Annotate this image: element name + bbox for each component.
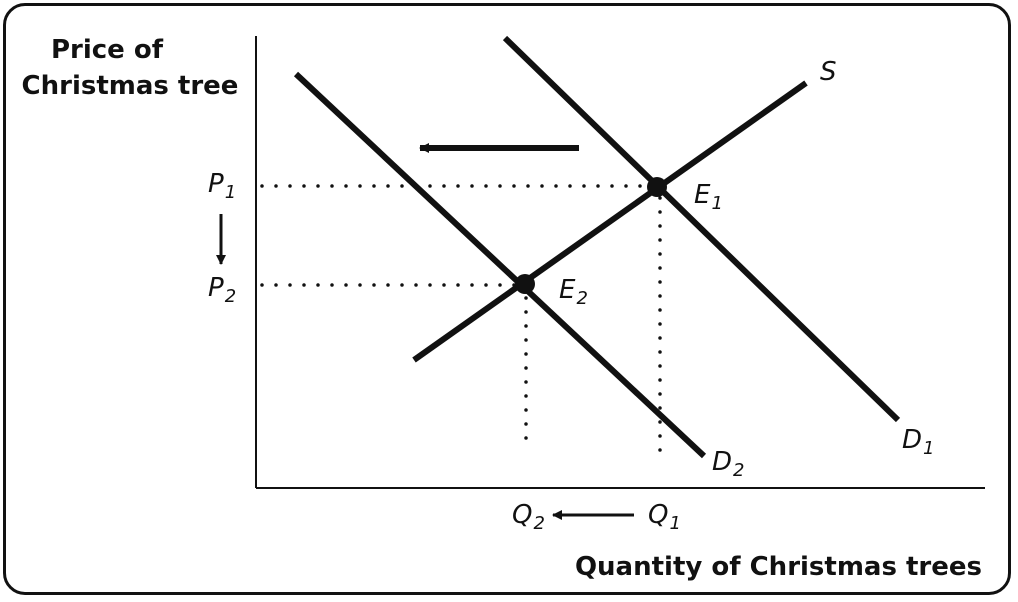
- demand-2-label: D2: [712, 447, 744, 481]
- y-axis-label-line1: Price of: [51, 35, 164, 65]
- demand-curve-2: [293, 71, 707, 459]
- e1-label: E1: [694, 180, 723, 214]
- p1-label: P1: [208, 169, 236, 203]
- supply-curve: [412, 80, 808, 363]
- figure-frame: [3, 3, 1011, 595]
- equilibrium-point-e1: [647, 177, 667, 197]
- equilibrium-point-e2: [515, 274, 535, 294]
- q1-label: Q1: [648, 500, 681, 534]
- p2-label: P2: [208, 273, 236, 307]
- demand-curve-1: [502, 35, 901, 423]
- q2-label: Q2: [512, 500, 545, 534]
- demand-1-label: D1: [902, 425, 934, 459]
- supply-label: S: [820, 57, 837, 87]
- y-axis-label-line2: Christmas tree: [22, 71, 239, 101]
- e2-label: E2: [559, 275, 588, 309]
- x-axis-label: Quantity of Christmas trees: [575, 552, 982, 582]
